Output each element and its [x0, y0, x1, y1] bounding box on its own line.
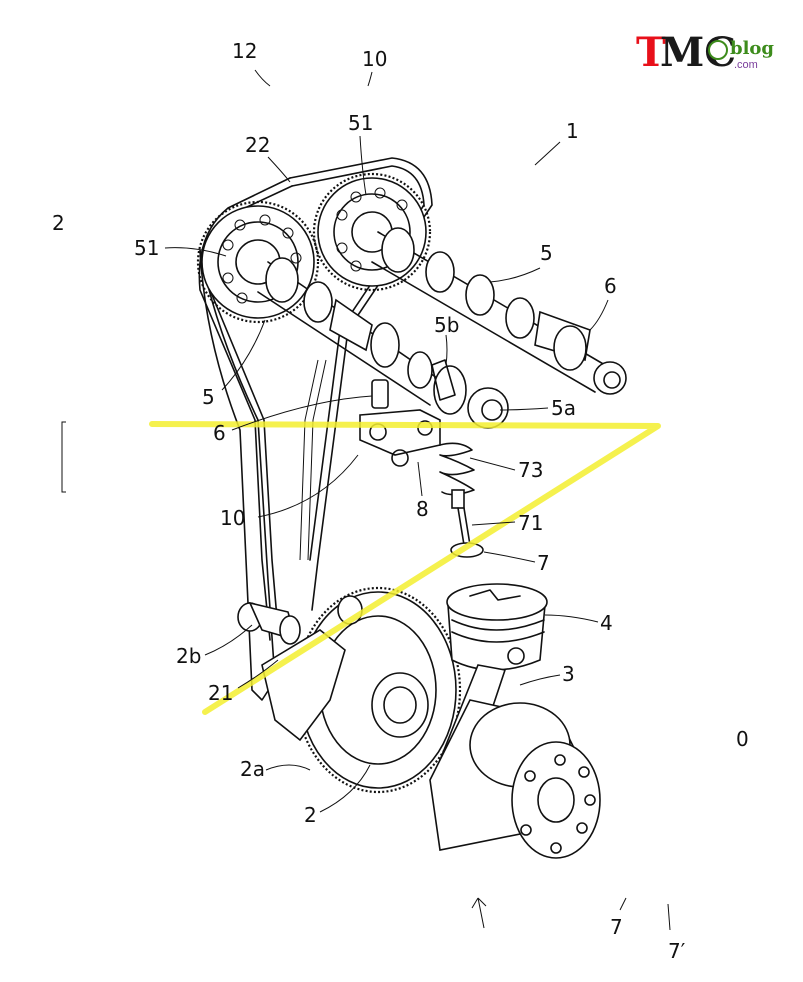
- logo-com-text: .com: [734, 59, 758, 71]
- logo-letter-t: T: [636, 29, 666, 76]
- label-5-right: 5: [540, 241, 553, 265]
- sprocket-right: [312, 172, 432, 292]
- label-2-crank: 2: [304, 803, 317, 827]
- label-2b: 2b: [176, 644, 201, 668]
- label-5b: 5b: [434, 313, 459, 337]
- label-1: 1: [566, 119, 579, 143]
- label-2a: 2a: [240, 757, 265, 781]
- label-5-left: 5: [202, 385, 215, 409]
- label-7-prime: 7′: [668, 939, 686, 963]
- bracket-mark: [61, 421, 66, 493]
- logo-gear-icon: [708, 40, 728, 60]
- camshaft-front: [257, 257, 509, 429]
- label-6-mid: 6: [213, 421, 226, 445]
- label-4: 4: [600, 611, 613, 635]
- label-73: 73: [518, 458, 543, 482]
- piston: [446, 583, 548, 671]
- label-2-side: 2: [52, 211, 65, 235]
- label-3: 3: [562, 662, 575, 686]
- label-10-top: 10: [362, 47, 387, 71]
- label-51-left: 51: [134, 236, 159, 260]
- highlight-triangle: [149, 421, 661, 715]
- label-8: 8: [416, 497, 429, 521]
- label-6-right: 6: [604, 274, 617, 298]
- leader-lines: [164, 69, 671, 931]
- label-0: 0: [736, 727, 749, 751]
- label-7-valve: 7: [537, 551, 550, 575]
- camshaft-rear: [371, 227, 627, 395]
- valve-spring: [439, 442, 475, 509]
- label-7-bottom: 7: [610, 915, 623, 939]
- label-71: 71: [518, 511, 543, 535]
- label-12: 12: [232, 39, 257, 63]
- logo-blog-text: blog: [730, 38, 774, 59]
- crankshaft: [371, 672, 601, 859]
- chain-tensioner: [237, 595, 363, 742]
- label-21: 21: [208, 681, 233, 705]
- label-51-top: 51: [348, 111, 373, 135]
- label-10-mid: 10: [220, 506, 245, 530]
- tmc-blog-logo: T MC blog .com: [636, 29, 774, 76]
- label-22: 22: [245, 133, 270, 157]
- reference-labels: 12 10 1 51 22 2 51 5 6 5b 5 6 5a 73 8 10…: [52, 39, 749, 963]
- label-5a: 5a: [551, 396, 576, 420]
